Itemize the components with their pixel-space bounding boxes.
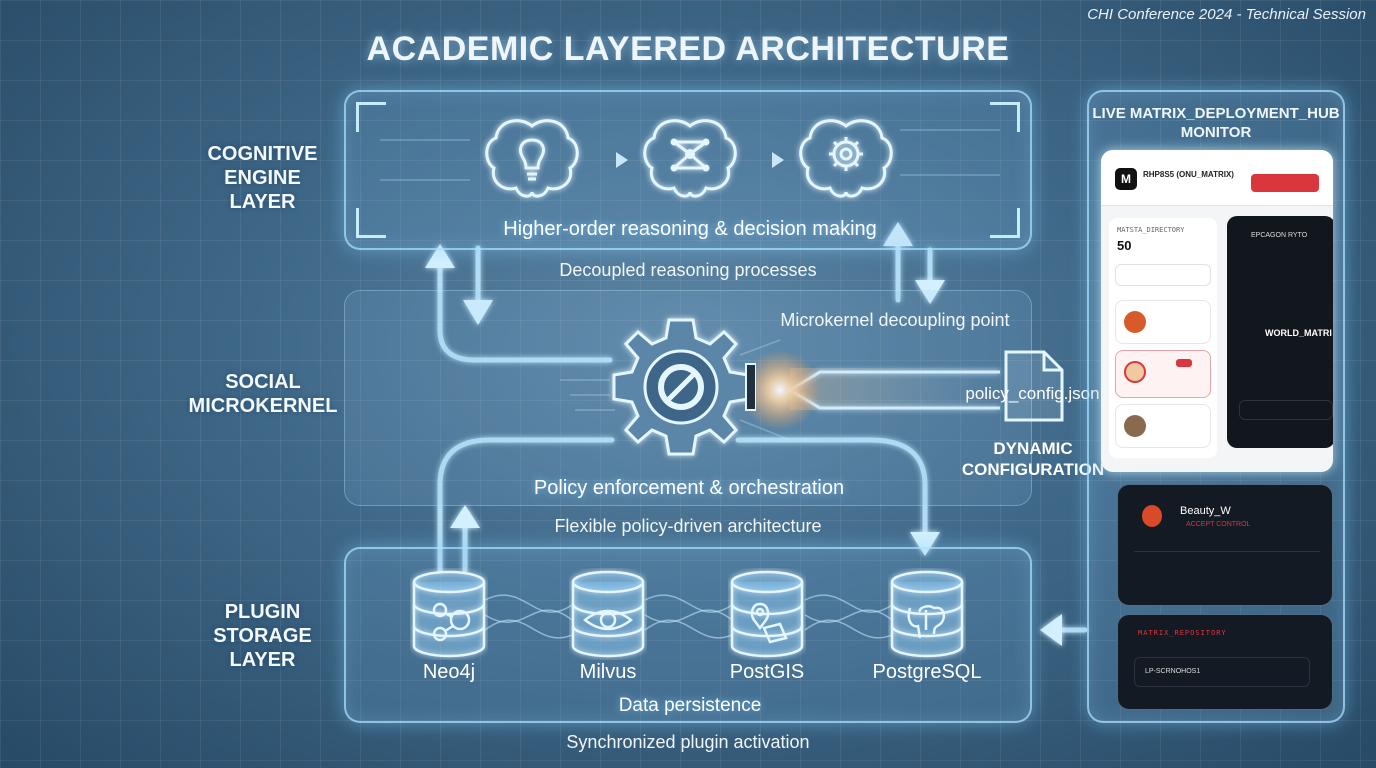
map-pin-icon	[730, 570, 804, 658]
list-item[interactable]	[1115, 404, 1211, 448]
directory-count: 50	[1117, 238, 1132, 253]
dark-heading: EPCAGON RYTO	[1251, 232, 1308, 239]
dynamic-config-line1: DYNAMIC	[993, 439, 1073, 458]
arrow-down-left	[463, 300, 493, 325]
storage-label-line1: PLUGIN	[224, 601, 301, 623]
arrow-down-postgres	[910, 532, 940, 556]
cognitive-engine-panel: Higher-order reasoning & decision making	[344, 90, 1032, 250]
microkernel-layer-label: SOCIAL MICROKERNEL	[188, 370, 338, 418]
db-label-postgresql: PostgreSQL	[872, 661, 982, 683]
cognitive-label-line2: ENGINE LAYER	[224, 167, 301, 213]
profile-status: ACCEPT CONTROL	[1186, 521, 1251, 528]
flexible-label: Flexible policy-driven architecture	[554, 516, 822, 536]
directory-label: MATSTA_DIRECTORY	[1117, 226, 1185, 234]
profile-body	[1134, 551, 1320, 591]
decoupling-point-label: Microkernel decoupling point	[780, 310, 1010, 330]
microkernel-description: Policy enforcement & orchestration	[533, 477, 845, 499]
storage-label-line2: STORAGE	[213, 625, 312, 647]
storage-description: Data persistence	[618, 695, 762, 716]
brain-gear-icon	[799, 119, 893, 198]
arrow-up-left	[425, 244, 455, 268]
db-label-postgis: PostGIS	[729, 661, 805, 683]
db-label-neo4j: Neo4j	[422, 661, 476, 683]
monitor-title: LIVE MATRIX_DEPLOYMENT_HUB MONITOR	[1089, 104, 1343, 142]
repository-item[interactable]: LP-SCRNOHOS1	[1134, 657, 1310, 687]
app-logo: M	[1115, 168, 1137, 190]
directory-panel: MATSTA_DIRECTORY 50	[1109, 218, 1217, 458]
energy-flare	[740, 350, 820, 430]
list-item-selected[interactable]	[1115, 350, 1211, 398]
elephant-icon	[890, 570, 964, 658]
avatar	[1124, 311, 1146, 333]
world-matrix-label: WORLD_MATRI	[1265, 328, 1332, 338]
db-milvus	[569, 568, 647, 665]
db-neo4j	[410, 568, 488, 665]
left-upper-loop	[437, 297, 613, 363]
db-label-milvus: Milvus	[579, 661, 637, 683]
app-header: M RHP8S5 (ONU_MATRIX)	[1101, 150, 1333, 206]
graph-nodes-icon	[412, 570, 486, 658]
app-name: RHP8S5 (ONU_MATRIX)	[1143, 170, 1234, 179]
dynamic-config-line2: CONFIGURATION	[961, 460, 1105, 479]
dynamic-config-label: DYNAMIC CONFIGURATION	[958, 438, 1108, 480]
monitor-panel: LIVE MATRIX_DEPLOYMENT_HUB MONITOR M RHP…	[1087, 90, 1345, 723]
decoupled-label: Decoupled reasoning processes	[559, 260, 817, 280]
microkernel-label-line2: MICROKERNEL	[188, 395, 338, 417]
arrow-left-monitor	[1040, 614, 1062, 646]
arrow-up-neo4j	[450, 505, 480, 528]
page-title: ACADEMIC LAYERED ARCHITECTURE	[366, 30, 1010, 68]
repository-card[interactable]: MATRIX_REPOSITORY LP-SCRNOHOS1	[1117, 614, 1333, 710]
db-postgis	[728, 568, 806, 665]
list-item[interactable]	[1115, 300, 1211, 344]
db-postgresql	[888, 568, 966, 665]
corner-bracket	[356, 208, 386, 238]
dark-input[interactable]	[1239, 400, 1333, 420]
arrow-up-right	[883, 222, 913, 246]
alert-button[interactable]	[1251, 174, 1319, 192]
eye-icon	[571, 570, 645, 658]
avatar	[1124, 361, 1146, 383]
avatar	[1142, 505, 1162, 527]
corner-bracket	[990, 208, 1020, 238]
monitor-title-line2: MONITOR	[1180, 124, 1252, 141]
microkernel-label-line1: SOCIAL	[225, 371, 301, 393]
cognitive-description: Higher-order reasoning & decision making	[503, 218, 877, 240]
profile-card[interactable]: Beauty_W ACCEPT CONTROL	[1117, 484, 1333, 606]
directory-search-input[interactable]	[1115, 264, 1211, 286]
left-lower-loop	[437, 437, 615, 573]
world-matrix-panel: EPCAGON RYTO WORLD_MATRI	[1227, 216, 1333, 448]
storage-layer-label: PLUGIN STORAGE LAYER	[205, 600, 320, 672]
brain-network-icon	[643, 119, 737, 198]
conference-note: CHI Conference 2024 - Technical Session	[1087, 6, 1366, 23]
right-lower-loop	[735, 437, 928, 543]
repository-title: MATRIX_REPOSITORY	[1138, 629, 1227, 637]
corner-bracket	[990, 102, 1020, 132]
corner-bracket	[356, 102, 386, 132]
gear-icon	[612, 318, 756, 456]
cognitive-label-line1: COGNITIVE	[207, 143, 318, 165]
storage-label-line3: LAYER	[229, 649, 296, 671]
arrow-down-right	[915, 280, 945, 304]
app-screen: M RHP8S5 (ONU_MATRIX) MATSTA_DIRECTORY 5…	[1101, 150, 1333, 472]
policy-config-filename: policy_config.json	[965, 384, 1100, 403]
status-badge	[1176, 359, 1192, 367]
monitor-title-line1: LIVE MATRIX_DEPLOYMENT_HUB	[1092, 105, 1340, 122]
brain-lightbulb-icon	[485, 119, 579, 198]
profile-name: Beauty_W	[1180, 505, 1231, 517]
repository-item-label: LP-SCRNOHOS1	[1145, 668, 1201, 675]
synchronized-label: Synchronized plugin activation	[566, 732, 810, 752]
avatar	[1124, 415, 1146, 437]
cognitive-layer-label: COGNITIVE ENGINE LAYER	[190, 142, 335, 214]
document-icon	[1004, 350, 1064, 422]
